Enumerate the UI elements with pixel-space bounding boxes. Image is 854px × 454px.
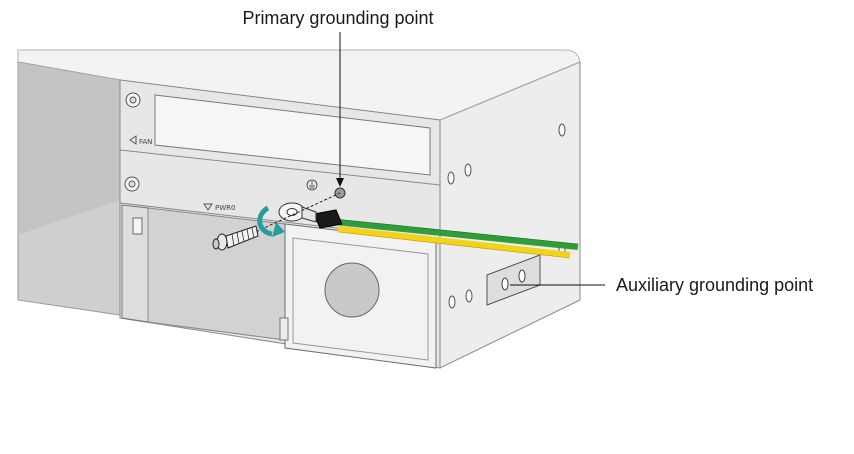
svg-text:FAN: FAN	[139, 138, 152, 146]
power-module-fan-hole	[324, 262, 380, 318]
front-mounting-holes	[124, 92, 141, 192]
fan-arrow-icon	[129, 135, 137, 145]
ground-symbol-icon	[306, 179, 318, 191]
svg-text:PWR0: PWR0	[215, 204, 235, 212]
auxiliary-grounding-label: Auxiliary grounding point	[616, 275, 813, 295]
power-arrow-icon	[203, 203, 213, 211]
primary-grounding-label: Primary grounding point	[242, 8, 433, 28]
rotate-arrow-icon	[257, 205, 285, 237]
grounding-cable	[334, 218, 579, 259]
ring-terminal	[278, 202, 317, 223]
fan-label: FAN	[129, 135, 152, 146]
fan-slot	[154, 94, 431, 176]
power-label: PWR0	[203, 203, 235, 212]
chassis-left-shadow	[18, 62, 120, 235]
screw-icon	[212, 225, 259, 251]
alignment-dashline	[237, 192, 341, 241]
cable-lug-crimp	[313, 209, 343, 229]
